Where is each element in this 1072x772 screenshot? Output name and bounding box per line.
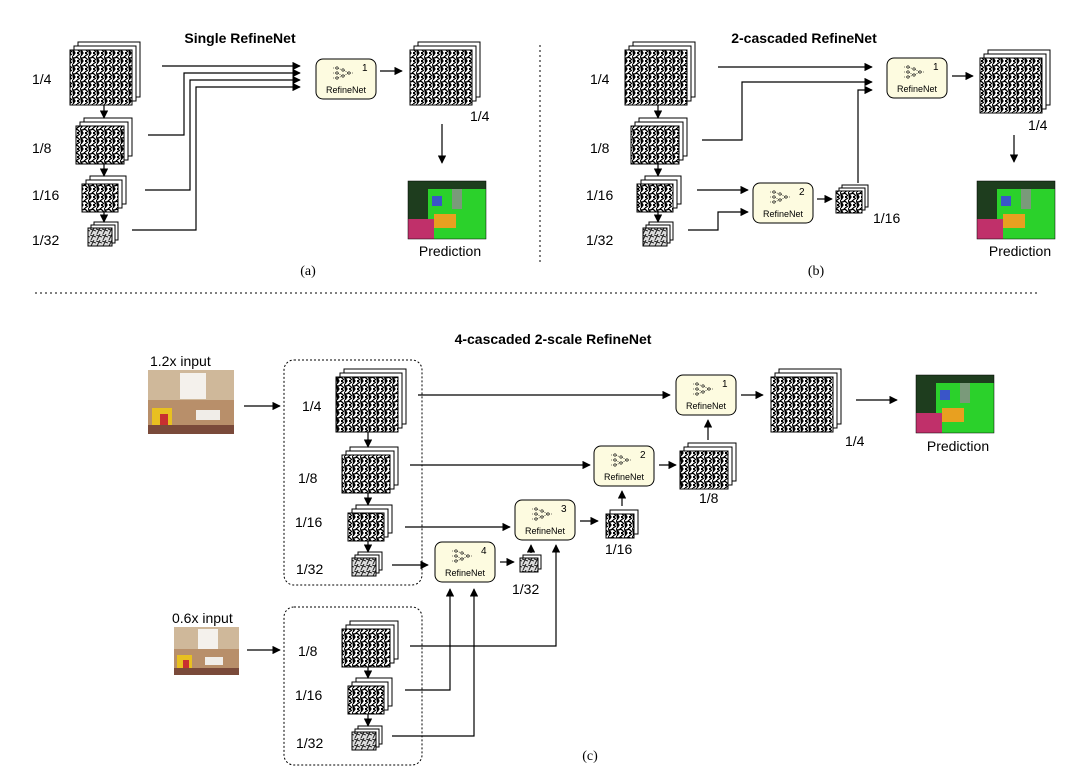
edge-1-32-to-refinenet (132, 82, 301, 231)
output-scale-label: 1/8 (699, 490, 719, 506)
prediction-label: Prediction (419, 243, 481, 259)
edge-1-8-to-refinenet1 (702, 77, 873, 141)
edge-low-1-16-to-rn4 (405, 588, 455, 691)
output-stack-c-1-16 (605, 509, 639, 539)
feature-stack-c-low-1-8 (341, 620, 399, 668)
backbone-group-low (283, 606, 423, 766)
refinenet-index: 3 (561, 504, 567, 515)
feature-stack-b-1-32 (642, 221, 674, 247)
panel-b-title: 2-cascaded RefineNet (731, 30, 877, 46)
prediction-label: Prediction (927, 438, 989, 454)
feature-stack-c-high-1-16 (347, 504, 393, 542)
input-image-high (148, 370, 234, 434)
feature-stack-c-low-1-16 (347, 677, 393, 715)
panel-a: Single RefineNet 1/4 1/8 1/16 1/32 (32, 30, 490, 279)
scale-label: 1/32 (586, 232, 613, 248)
scale-label: 1/4 (32, 71, 52, 87)
refinenet-block-c3: 3 RefineNet (514, 499, 576, 541)
refinenet-block-a1: 1 RefineNet (315, 58, 377, 100)
refinenet-block-c4: 4 RefineNet (434, 541, 496, 583)
refinenet-index: 1 (933, 62, 939, 73)
output-scale-label: 1/32 (512, 581, 539, 597)
scale-label: 1/4 (302, 398, 322, 414)
refinenet-label: RefineNet (897, 84, 938, 94)
output-stack-c-1-32 (519, 554, 542, 573)
output-stack-a (409, 41, 481, 106)
scale-label: 1/32 (296, 735, 323, 751)
panel-c-title: 4-cascaded 2-scale RefineNet (455, 331, 652, 347)
feature-stack-c-low-1-32 (351, 725, 383, 751)
edge-1-8-to-refinenet (148, 68, 301, 136)
panel-a-title: Single RefineNet (184, 30, 296, 46)
refinenet-block-b1: 1 RefineNet (886, 57, 948, 99)
feature-stack-c-high-1-4 (335, 368, 407, 433)
input-high-label: 1.2x input (150, 353, 211, 369)
edge-1-32-to-refinenet2 (688, 207, 749, 231)
mid-output-scale-label: 1/16 (873, 210, 900, 226)
scale-label: 1/16 (295, 514, 322, 530)
prediction-image-c (915, 374, 995, 434)
scale-label: 1/8 (298, 470, 318, 486)
caption-c: (c) (582, 749, 598, 764)
feature-stack-b-1-4 (624, 41, 696, 106)
refinenet-index: 1 (362, 63, 368, 74)
output-stack-b (979, 49, 1051, 114)
edge-1-16-to-refinenet (145, 75, 301, 191)
refinenet-index: 2 (799, 187, 805, 198)
scale-label: 1/32 (296, 561, 323, 577)
refinenet-index: 2 (640, 450, 646, 461)
input-image-low (174, 627, 239, 675)
refinenet-block-c2: 2 RefineNet (593, 445, 655, 487)
scale-label: 1/8 (298, 643, 318, 659)
scale-label: 1/4 (590, 71, 610, 87)
refinenet-label: RefineNet (604, 472, 645, 482)
feature-stack-b-1-8 (630, 117, 688, 165)
prediction-image-a (407, 180, 487, 240)
feature-stack-a-1-32 (87, 221, 119, 247)
feature-stack-a-1-4 (69, 41, 141, 106)
scale-label: 1/16 (295, 687, 322, 703)
refinenet-label: RefineNet (326, 85, 367, 95)
scale-label: 1/8 (590, 140, 610, 156)
panel-c: 4-cascaded 2-scale RefineNet 1.2x input … (148, 331, 995, 766)
refinenet-label: RefineNet (686, 401, 727, 411)
edge-low-1-8-to-rn3 (410, 544, 561, 647)
feature-stack-b-1-16 (636, 175, 682, 213)
refinenet-index: 4 (481, 546, 487, 557)
refinenet-block-c1: 1 RefineNet (675, 374, 737, 416)
refinenet-block-b2: 2 RefineNet (752, 182, 814, 224)
output-stack-c-1-4 (770, 368, 842, 433)
scale-label: 1/32 (32, 232, 59, 248)
scale-label: 1/8 (32, 140, 52, 156)
edge-low-1-32-to-rn4 (392, 588, 479, 737)
refinenet-label: RefineNet (763, 209, 804, 219)
feature-stack-c-high-1-32 (351, 551, 383, 577)
prediction-label: Prediction (989, 243, 1051, 259)
edge-mid-to-refinenet1 (857, 85, 873, 183)
output-scale-label: 1/4 (470, 108, 490, 124)
refinenet-label: RefineNet (525, 526, 566, 536)
caption-a: (a) (300, 264, 316, 279)
backbone-group-high (283, 359, 423, 586)
output-stack-c-1-8 (679, 442, 737, 490)
input-low-label: 0.6x input (172, 610, 233, 626)
mid-output-stack-b (835, 184, 869, 214)
output-scale-label: 1/16 (605, 541, 632, 557)
feature-stack-a-1-16 (81, 175, 127, 213)
prediction-image-b (976, 180, 1056, 240)
feature-stack-a-1-8 (75, 117, 133, 165)
scale-label: 1/16 (586, 187, 613, 203)
panel-b: 2-cascaded RefineNet 1/4 1/8 1/16 1/32 (586, 30, 1056, 279)
output-scale-label: 1/4 (845, 433, 865, 449)
refinenet-index: 1 (722, 379, 728, 390)
caption-b: (b) (808, 264, 825, 279)
refinenet-label: RefineNet (445, 568, 486, 578)
feature-stack-c-high-1-8 (341, 446, 399, 494)
scale-label: 1/16 (32, 187, 59, 203)
output-scale-label: 1/4 (1028, 117, 1048, 133)
